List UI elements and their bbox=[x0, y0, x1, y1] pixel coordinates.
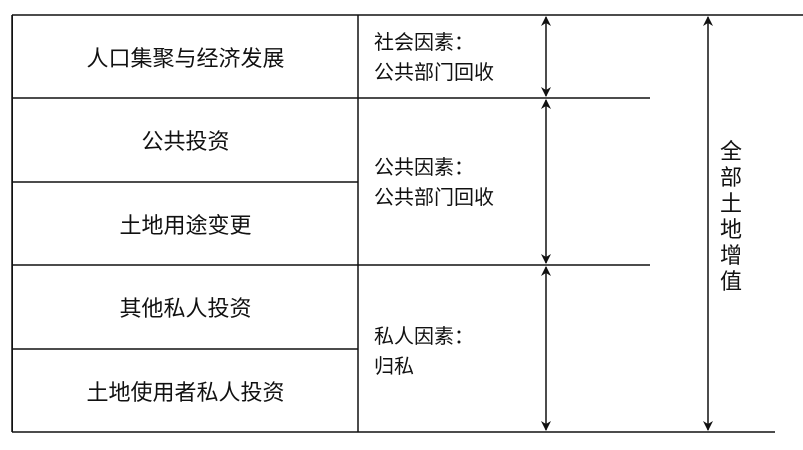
factor-land-user-investment: 土地使用者私人投资 bbox=[12, 349, 358, 432]
cause-private-title: 私人因素： bbox=[374, 324, 474, 348]
cause-public: 公共因素： 公共部门回收 bbox=[374, 152, 494, 212]
total-char: 地 bbox=[719, 218, 742, 243]
total-char: 部 bbox=[719, 166, 742, 191]
cause-social: 社会因素： 公共部门回收 bbox=[374, 27, 494, 87]
total-char: 土 bbox=[719, 192, 742, 217]
factor-other-private-investment: 其他私人投资 bbox=[12, 265, 358, 349]
cause-private-recipient: 归私 bbox=[374, 354, 414, 378]
cause-social-title: 社会因素： bbox=[374, 30, 474, 54]
total-char: 增 bbox=[719, 244, 742, 269]
total-char: 值 bbox=[719, 270, 742, 295]
cause-private: 私人因素： 归私 bbox=[374, 321, 474, 381]
factor-land-use-change: 土地用途变更 bbox=[12, 182, 358, 265]
total-char: 全 bbox=[719, 140, 742, 165]
factor-population-economy: 人口集聚与经济发展 bbox=[12, 15, 358, 98]
total-land-value-increment: 全 部 土 地 增 值 bbox=[719, 140, 743, 296]
cause-social-recipient: 公共部门回收 bbox=[374, 60, 494, 84]
factor-public-investment: 公共投资 bbox=[12, 98, 358, 182]
cause-public-title: 公共因素： bbox=[374, 155, 474, 179]
cause-public-recipient: 公共部门回收 bbox=[374, 185, 494, 209]
